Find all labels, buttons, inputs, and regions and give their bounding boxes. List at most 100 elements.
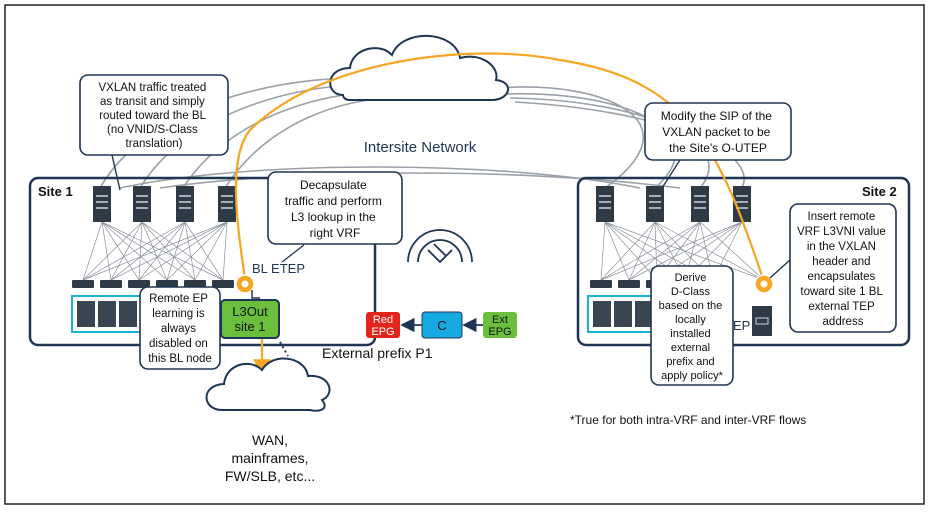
- vxlan-transit-line: translation): [126, 138, 183, 150]
- insert-remote-line: toward site 1 BL: [800, 286, 883, 298]
- site1-leaves: [72, 280, 234, 288]
- bl-etep-label: BL ETEP: [252, 261, 305, 276]
- bl-etep-pointer: [281, 244, 305, 263]
- insert-remote-line: external TEP: [808, 301, 875, 313]
- apic-server-icon: [614, 301, 632, 327]
- derive-dclass-line: locally: [675, 314, 706, 326]
- apic-server-icon: [98, 301, 116, 327]
- apic-server-icon: [119, 301, 137, 327]
- site1-spines: [93, 186, 236, 222]
- intersite-cloud-icon: [329, 34, 509, 101]
- remote-ep-line: Remote EP: [149, 293, 208, 305]
- fabric-link: [82, 221, 186, 281]
- fabric-link: [138, 221, 143, 281]
- insert-remote-pointer: [769, 259, 791, 279]
- insert-remote-line: encapsulates: [808, 271, 876, 283]
- fabric-link: [110, 221, 186, 281]
- leaf-switch-icon: [618, 280, 640, 288]
- derive-dclass-line: apply policy*: [661, 370, 723, 382]
- fabric-link: [82, 221, 103, 281]
- site2-apic-cluster: [587, 295, 659, 333]
- fabric-link: [184, 221, 196, 281]
- ext-epg-box: [483, 312, 517, 338]
- fabric-link: [600, 221, 701, 281]
- remote-ep-callout: [139, 286, 221, 370]
- svg-text:Decapsulate traffic and pe: Decapsulate traffic and perform L3 looku…: [285, 178, 386, 240]
- site1-fabric-links: [82, 221, 228, 281]
- derive-dclass-line: prefix and: [666, 356, 714, 368]
- wan-cloud-icon: [205, 357, 331, 412]
- leaf-switch-icon: [590, 280, 612, 288]
- fabric-link: [184, 221, 224, 281]
- l3out-box: [220, 299, 280, 339]
- site2-box: [576, 176, 911, 347]
- fabric-link: [600, 221, 743, 281]
- insert-remote-line: header and: [812, 256, 870, 268]
- fabric-link: [628, 221, 743, 281]
- fabric-link: [101, 221, 140, 281]
- spine-switch-icon: [176, 186, 194, 222]
- fabric-link: [138, 221, 186, 281]
- fabric-link: [110, 221, 143, 281]
- l3out-line1: L3Out: [232, 304, 268, 319]
- spine-switch-icon: [691, 186, 709, 222]
- insert-remote-line: address: [823, 316, 864, 328]
- leaf-switch-icon: [184, 280, 206, 288]
- modify-sip-line: the Site's O-UTEP: [669, 141, 767, 155]
- site2-label: Site 2: [862, 184, 897, 199]
- remote-ep-line: disabled on: [149, 338, 208, 350]
- fabric-link: [166, 221, 186, 281]
- fabric-link: [600, 221, 656, 281]
- fabric-link: [101, 221, 224, 281]
- apic-server-icon: [77, 301, 95, 327]
- derive-dclass-line: external: [671, 342, 710, 354]
- remote-ep-line: always: [161, 323, 196, 335]
- red-epg-box: [366, 312, 400, 338]
- fabric-link: [101, 221, 112, 281]
- insert-remote-line: VRF L3VNI value: [797, 226, 886, 238]
- spine-switch-icon: [133, 186, 151, 222]
- aci-logo-icon: [407, 229, 473, 264]
- leaf-switch-icon: [212, 280, 234, 288]
- vxlan-transit-callout: [79, 74, 229, 156]
- spine-switch-icon: [646, 186, 664, 222]
- site2-spines: [596, 186, 751, 222]
- apic-server-icon: [635, 301, 653, 327]
- spine-switch-icon: [596, 186, 614, 222]
- outer-frame: [4, 4, 925, 505]
- insert-remote-line: Insert remote: [808, 211, 876, 223]
- vxlan-callout-pointer: [111, 154, 121, 191]
- red-epg-line2: EPG: [371, 326, 394, 338]
- decapsulate-line: L3 lookup in the: [291, 210, 376, 224]
- leaf-switch-icon: [128, 280, 150, 288]
- decapsulate-line: Decapsulate: [300, 178, 367, 192]
- svg-text:Modify the SIP of the VXLA: Modify the SIP of the VXLAN packet to be…: [661, 109, 776, 155]
- fabric-link: [166, 221, 228, 281]
- external-prefix-label: External prefix P1: [322, 345, 433, 361]
- l3out-connector: [251, 290, 260, 299]
- apic-server-icon: [593, 301, 611, 327]
- bl-gear-icon: [235, 274, 255, 294]
- fabric-link: [604, 221, 658, 281]
- wan-line1: WAN,: [252, 432, 288, 448]
- red-epg-line1: Red: [373, 314, 393, 326]
- ext-epg-line2: EPG: [488, 326, 511, 338]
- leaf-switch-icon: [156, 280, 178, 288]
- fabric-link: [82, 221, 228, 281]
- fabric-link: [194, 221, 228, 281]
- modify-sip-line: Modify the SIP of the: [661, 109, 773, 123]
- contract-box: [421, 311, 463, 339]
- vxlan-transit-line: routed toward the BL: [99, 110, 206, 122]
- vxlan-transit-line: as transit and simply: [100, 96, 205, 108]
- remote-ep-line: this BL node: [148, 353, 212, 365]
- derive-dclass-line: Derive: [675, 272, 707, 284]
- decapsulate-callout: [267, 171, 403, 245]
- endpoint-server-icon: [752, 306, 772, 336]
- leaf-switch-icon: [100, 280, 122, 288]
- site1-apic-cluster: [71, 295, 143, 333]
- fabric-link: [110, 221, 228, 281]
- derive-dclass-line: based on the: [659, 300, 723, 312]
- vxlan-transit-line: VXLAN traffic treated: [98, 82, 206, 94]
- modify-sip-pointer: [661, 159, 681, 189]
